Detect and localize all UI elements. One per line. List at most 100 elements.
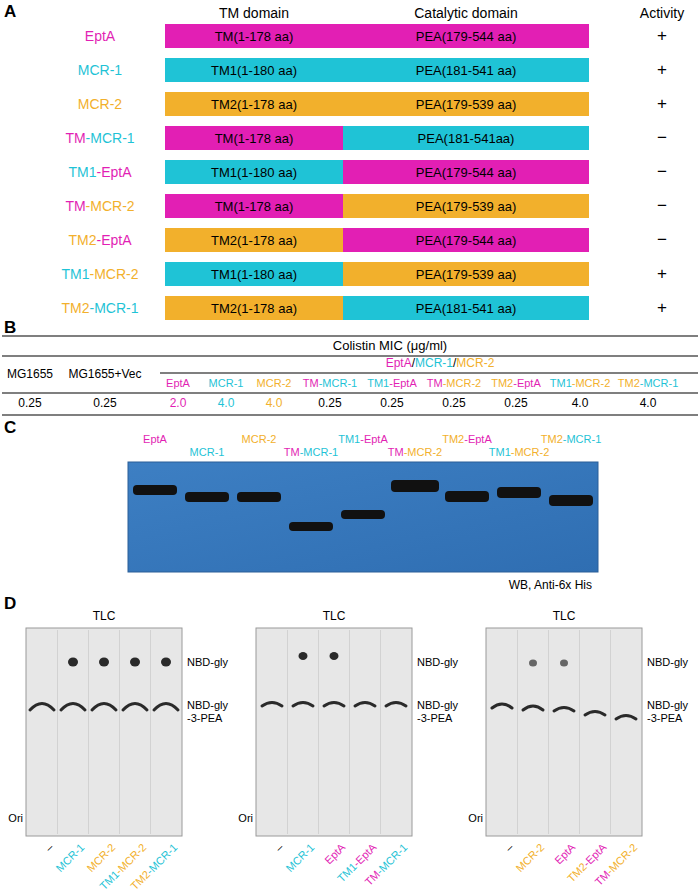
- spot-label: NBD-gly: [417, 656, 458, 669]
- domain-bar: PEA(179-544 aa): [343, 24, 589, 48]
- tlc-spot: [529, 660, 537, 667]
- protein-band: [237, 492, 281, 502]
- table-rule: [2, 335, 698, 336]
- lane-label: TM-MCR-1: [284, 446, 338, 459]
- tlc-spot: [386, 703, 406, 707]
- tlc-spot: [554, 708, 574, 712]
- table-cell: 0.25: [93, 397, 116, 411]
- lane-divider: [579, 630, 580, 834]
- tlc-spot: [293, 703, 313, 707]
- name-part: -EptA: [464, 433, 492, 445]
- plate-title: TLC: [323, 610, 346, 624]
- domain-bar: PEA(179-539 aa): [343, 262, 589, 286]
- name-part: MCR-1: [53, 841, 86, 874]
- activity-mark: +: [657, 26, 667, 46]
- name-part: -MCR-2: [404, 446, 443, 458]
- name-part: -MCR-1: [640, 377, 679, 389]
- spot-label: NBD-gly -3-PEA: [647, 699, 697, 724]
- name-part: MCR-2: [78, 96, 122, 112]
- name-part: TM2: [62, 300, 90, 316]
- lane-divider: [318, 630, 319, 834]
- column-header: Catalytic domain: [414, 5, 518, 21]
- table-header: MG1655+Vec: [68, 368, 141, 382]
- table-header: EptA: [166, 377, 190, 390]
- activity-mark: −: [657, 230, 667, 250]
- domain-bar: PEA(181-541 aa): [343, 296, 589, 320]
- name-part: EptA: [85, 28, 115, 44]
- domain-bar: TM(1-178 aa): [165, 24, 343, 48]
- name-part: -EptA: [389, 377, 417, 389]
- tlc-plate: [26, 628, 182, 836]
- protein-band: [549, 495, 593, 506]
- lane-divider: [57, 630, 58, 834]
- name-part: EptA: [552, 841, 577, 866]
- lane-label: –: [503, 841, 516, 854]
- domain-bar: PEA(179-544 aa): [343, 228, 589, 252]
- name-part: -EptA: [581, 841, 609, 869]
- domain-label: TM(1-178 aa): [215, 29, 294, 44]
- domain-bar: TM2(1-178 aa): [165, 296, 343, 320]
- origin-label: Ori: [468, 812, 483, 825]
- tlc-spot: [123, 704, 147, 711]
- name-part: TM: [303, 377, 319, 389]
- name-part: TM2: [68, 232, 96, 248]
- name-part: -EptA: [96, 232, 131, 248]
- protein-band: [289, 522, 333, 531]
- activity-mark: −: [657, 162, 667, 182]
- name-part: -MCR-1: [144, 841, 180, 877]
- construct-name: TM2-MCR-1: [62, 300, 139, 316]
- spot-label: NBD-gly -3-PEA: [187, 699, 237, 724]
- spot-label: NBD-gly: [187, 656, 228, 669]
- lane-label: TM1-MCR-2: [489, 446, 550, 459]
- lane-label: MCR-1: [53, 841, 87, 875]
- construct-name: TM1-MCR-2: [62, 266, 139, 282]
- table-cell: 0.25: [380, 397, 403, 411]
- tlc-plate: [486, 628, 642, 836]
- lane-divider: [88, 630, 89, 834]
- table-header: MG1655: [7, 368, 53, 382]
- name-part: -EptA: [96, 164, 131, 180]
- name-part: -MCR-2: [90, 266, 139, 282]
- table-cell: 0.25: [318, 397, 341, 411]
- name-part: TM1: [68, 164, 96, 180]
- table-header: MCR-2: [257, 377, 292, 390]
- table-rule: [160, 372, 698, 373]
- tlc-spot: [154, 704, 178, 711]
- table-cell: 4.0: [640, 397, 657, 411]
- name-part: MCR-2: [513, 841, 546, 874]
- name-part: –: [43, 841, 56, 854]
- lane-label: MCR-2: [513, 841, 547, 875]
- domain-bar: PEA(181-541aa): [343, 126, 589, 150]
- table-cell: 0.25: [18, 397, 41, 411]
- activity-mark: +: [657, 264, 667, 284]
- activity-mark: +: [657, 60, 667, 80]
- domain-label: PEA(179-544 aa): [416, 165, 516, 180]
- blot-bands: [133, 480, 593, 531]
- tlc-spot: [92, 704, 116, 711]
- panel-letter: C: [4, 418, 16, 438]
- activity-mark: −: [657, 196, 667, 216]
- name-part: TM: [65, 198, 85, 214]
- tlc-spot: [262, 703, 282, 707]
- lane-label: EptA: [143, 433, 167, 446]
- domain-bar: TM1(1-180 aa): [165, 160, 343, 184]
- domain-bar: TM1(1-180 aa): [165, 262, 343, 286]
- domain-bar: TM(1-178 aa): [165, 126, 343, 150]
- table-cell: 4.0: [266, 397, 283, 411]
- name-part: -MCR-2: [511, 446, 550, 458]
- table-header: TM-MCR-1: [303, 377, 357, 390]
- name-part: MCR-1: [190, 446, 225, 458]
- tlc-spot: [492, 704, 512, 708]
- name-part: -MCR-2: [604, 841, 640, 877]
- domain-label: PEA(181-541 aa): [416, 63, 516, 78]
- name-part: -MCR-1: [90, 300, 139, 316]
- lane-divider: [349, 630, 350, 834]
- lane-label: MCR-2: [242, 433, 277, 446]
- tlc-spot: [68, 658, 78, 667]
- domain-label: PEA(181-541aa): [418, 131, 515, 146]
- tlc-spot: [161, 658, 171, 667]
- origin-label: Ori: [238, 812, 253, 825]
- name-part: EptA: [143, 433, 167, 445]
- tlc-spot: [523, 706, 543, 710]
- table-cell: 4.0: [572, 397, 589, 411]
